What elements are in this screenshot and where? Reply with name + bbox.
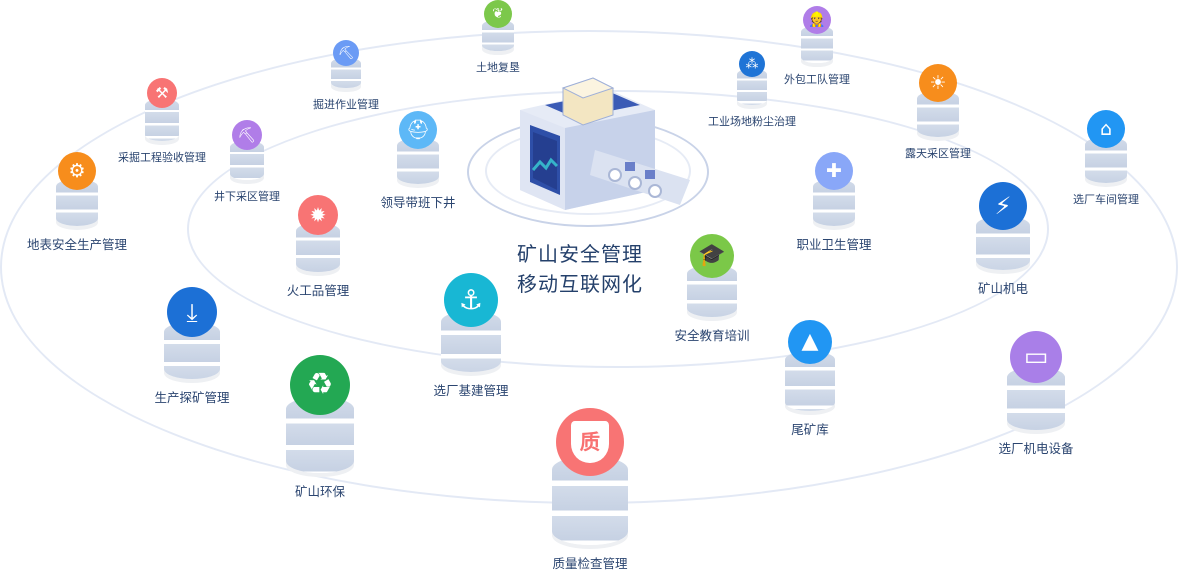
excavator-icon: ⛏	[333, 40, 359, 66]
dust-icon: ⁂	[739, 51, 765, 77]
explosion-icon: ✹	[298, 195, 338, 235]
battery-charge-icon: ⚡	[979, 182, 1027, 230]
shield-gear-icon: ⚙	[58, 152, 96, 190]
node-label: 地表安全生产管理	[26, 237, 127, 252]
node-label: 尾矿库	[791, 422, 829, 437]
crossed-tools-icon: ⚒	[147, 78, 177, 108]
center-title-line1: 矿山安全管理	[517, 242, 643, 266]
node-label: 井下采区管理	[214, 190, 280, 203]
plant-sprout-icon: ❦	[484, 0, 512, 28]
helmet-worker-icon: ⛑	[399, 111, 437, 149]
medical-kit-icon: ✚	[815, 152, 853, 190]
graduation-shield-icon: 🎓	[690, 234, 734, 278]
node-label: 选厂基建管理	[433, 383, 509, 398]
node-label: 矿山机电	[977, 281, 1028, 296]
crane-icon: ⚓	[444, 273, 498, 327]
node-label: 选厂机电设备	[998, 441, 1074, 456]
worker-icon: 👷	[803, 6, 831, 34]
server-illustration	[520, 77, 690, 210]
node-label: 掘进作业管理	[313, 98, 379, 111]
quality-shield-icon: 质	[556, 408, 624, 476]
recycle-icon: ♻	[290, 355, 350, 415]
node-label: 选厂车间管理	[1073, 193, 1139, 206]
node-label: 安全教育培训	[674, 328, 750, 343]
node-label: 采掘工程验收管理	[118, 151, 206, 164]
node-label: 质量检查管理	[552, 556, 628, 571]
node-label: 矿山环保	[294, 484, 345, 499]
mountain-water-icon: ▲	[788, 320, 832, 364]
node-label: 领导带班下井	[380, 195, 456, 210]
node-label: 火工品管理	[286, 283, 350, 298]
node-label: 工业场地粉尘治理	[708, 115, 796, 128]
battery-icon: ▭	[1010, 331, 1062, 383]
node-label: 土地复垦	[476, 61, 520, 74]
sun-worker-icon: ☀	[919, 64, 957, 102]
drill-down-icon: ⤓	[167, 287, 217, 337]
center-title-line2: 移动互联网化	[517, 272, 643, 296]
node-label: 露天采区管理	[905, 147, 971, 160]
house-gear-icon: ⌂	[1087, 110, 1125, 148]
node-label: 职业卫生管理	[796, 237, 872, 252]
node-label: 外包工队管理	[784, 73, 850, 86]
pickaxe-icon: ⛏	[232, 120, 262, 150]
node-label: 生产探矿管理	[154, 390, 230, 405]
quality-shield-glyph: 质	[571, 420, 609, 464]
inner-orbit	[187, 90, 1049, 368]
